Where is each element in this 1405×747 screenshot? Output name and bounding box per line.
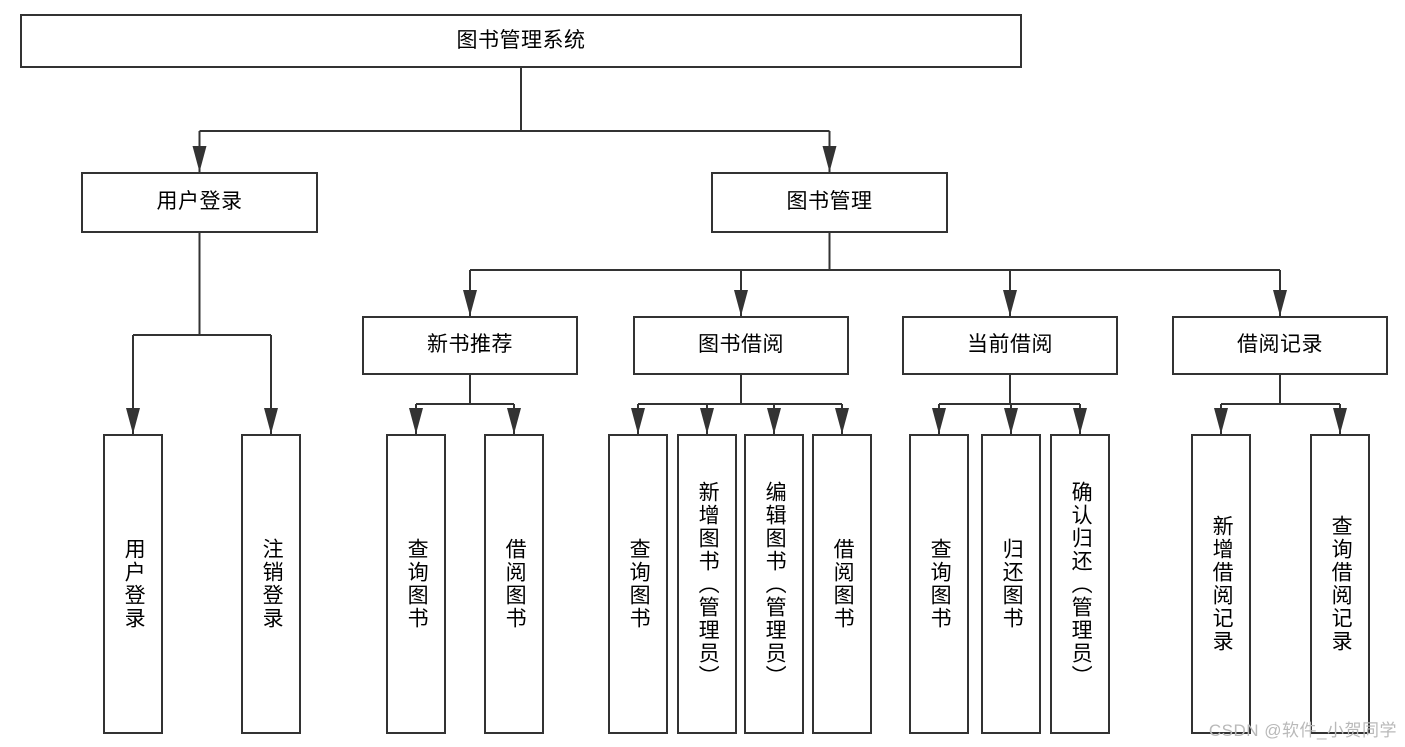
node-book-borrow[interactable]: 图书借阅 — [633, 316, 849, 375]
arrowhead-icon — [463, 290, 477, 316]
arrowhead-icon — [734, 290, 748, 316]
node-label: 图书管理 — [786, 190, 873, 214]
node-label: 查询图书 — [405, 538, 429, 630]
node-label: 当前借阅 — [967, 333, 1053, 357]
node-label: 查询借阅记录 — [1329, 515, 1353, 653]
node-label: 借阅图书 — [503, 538, 527, 630]
node-leaf-return-book[interactable]: 归还图书 — [981, 434, 1041, 734]
node-label: 新书推荐 — [427, 333, 513, 357]
node-book-manage[interactable]: 图书管理 — [711, 172, 948, 233]
arrowhead-icon — [264, 408, 278, 434]
arrowhead-icon — [409, 408, 423, 434]
arrowhead-icon — [631, 408, 645, 434]
arrowhead-icon — [126, 408, 140, 434]
node-borrow-record[interactable]: 借阅记录 — [1172, 316, 1388, 375]
node-label: 用户登录 — [122, 538, 146, 630]
node-leaf-add-book[interactable]: 新增图书（管理员） — [677, 434, 737, 734]
node-label: 图书借阅 — [698, 333, 784, 357]
node-label: 借阅记录 — [1237, 333, 1323, 357]
arrowhead-icon — [932, 408, 946, 434]
node-label: 新增借阅记录 — [1210, 515, 1234, 653]
arrowhead-icon — [1004, 408, 1018, 434]
arrowhead-icon — [192, 146, 207, 172]
arrowhead-icon — [700, 408, 714, 434]
arrowhead-icon — [835, 408, 849, 434]
node-label: 编辑图书（管理员） — [763, 480, 787, 688]
arrowhead-icon — [822, 146, 837, 172]
arrowhead-icon — [1273, 290, 1287, 316]
node-current-borrow[interactable]: 当前借阅 — [902, 316, 1118, 375]
node-leaf-edit-book[interactable]: 编辑图书（管理员） — [744, 434, 804, 734]
node-leaf-query-record[interactable]: 查询借阅记录 — [1310, 434, 1370, 734]
node-label: 新增图书（管理员） — [696, 480, 720, 688]
node-label: 用户登录 — [156, 190, 243, 214]
arrowhead-icon — [507, 408, 521, 434]
node-label: 注销登录 — [260, 538, 284, 630]
node-label: 借阅图书 — [831, 538, 855, 630]
node-label: 确认归还（管理员） — [1069, 480, 1093, 688]
arrowhead-icon — [1333, 408, 1347, 434]
node-leaf-query-book-2[interactable]: 查询图书 — [608, 434, 668, 734]
node-label: 查询图书 — [928, 538, 952, 630]
node-leaf-add-record[interactable]: 新增借阅记录 — [1191, 434, 1251, 734]
node-root[interactable]: 图书管理系统 — [20, 14, 1022, 68]
node-leaf-borrow-book-2[interactable]: 借阅图书 — [812, 434, 872, 734]
node-user-login[interactable]: 用户登录 — [81, 172, 318, 233]
arrowhead-icon — [767, 408, 781, 434]
watermark: CSDN @软件_小贺同学 — [1208, 721, 1397, 740]
arrowhead-icon — [1073, 408, 1087, 434]
node-label: 归还图书 — [1000, 538, 1024, 630]
arrowhead-icon — [1003, 290, 1017, 316]
node-label: 查询图书 — [627, 538, 651, 630]
node-leaf-query-book-3[interactable]: 查询图书 — [909, 434, 969, 734]
node-leaf-borrow-book-1[interactable]: 借阅图书 — [484, 434, 544, 734]
node-new-book-rec[interactable]: 新书推荐 — [362, 316, 578, 375]
node-label: 图书管理系统 — [456, 28, 586, 52]
node-leaf-query-book-1[interactable]: 查询图书 — [386, 434, 446, 734]
node-leaf-user-logout[interactable]: 注销登录 — [241, 434, 301, 734]
node-leaf-user-login[interactable]: 用户登录 — [103, 434, 163, 734]
arrowhead-icon — [1214, 408, 1228, 434]
node-leaf-confirm-return[interactable]: 确认归还（管理员） — [1050, 434, 1110, 734]
